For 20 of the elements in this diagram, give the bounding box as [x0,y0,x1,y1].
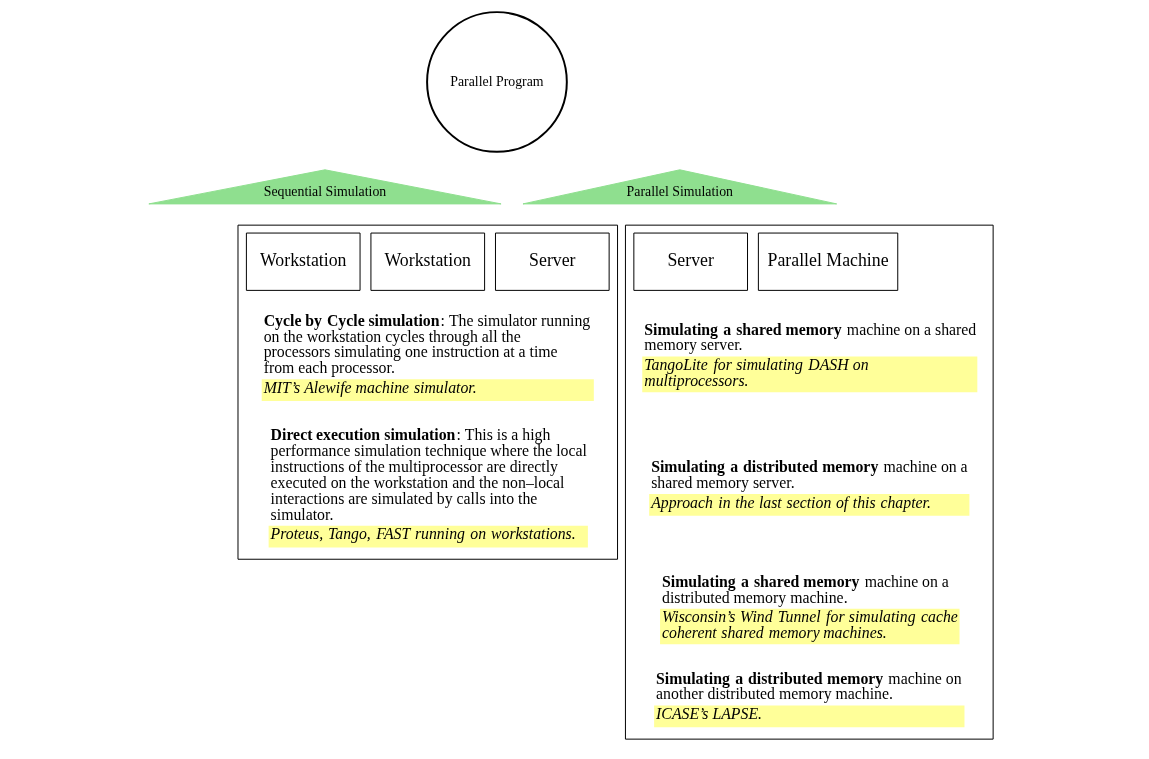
node-box: Parallel Machine [757,232,898,291]
node-box: MIT’s Alewife machine simulator. [261,379,594,402]
node-box: Workstation [369,232,485,291]
node-box: ICASE’s LAPSE. [653,705,964,728]
node-box: Approach in the last section of this chapter. [648,494,969,516]
node-box: Proteus, Tango, FAST running on workstations. [268,525,588,548]
node-box: Server [494,232,610,291]
node-circle: Parallel Program [425,11,568,153]
node-box: TangoLite for simulating DASH on multiprocessors. [641,356,977,393]
node-box: Server [632,232,748,291]
node-label: Simulating a shared memory machine on a distributed memory machine. [661,572,949,606]
node-label: Simulating a distributed memory machine on another distributed memory machine. [655,669,962,703]
node-label: Simulating a distributed memory machine on a shared memory server. [650,458,968,491]
node-label: Cycle by Cycle simulation: The simulator running on the workstation cycles through all the processors simulating one instruction at a time from each processor. [263,311,590,377]
cluster [624,224,994,740]
node-label: Direct execution simulation: This is a high performance simulation technique where the local instructions of the multiprocessor are directly executed on the workstation and the non–local interactions are simulated by calls into the simulator. [270,426,587,523]
cluster [237,224,618,560]
node-label: Simulating a shared memory machine on a shared memory server. [643,320,976,354]
node-box: Wisconsin’s Wind Tunnel for simulating cache coherent shared memory machines. [659,608,960,645]
node-box: Workstation [245,232,361,291]
